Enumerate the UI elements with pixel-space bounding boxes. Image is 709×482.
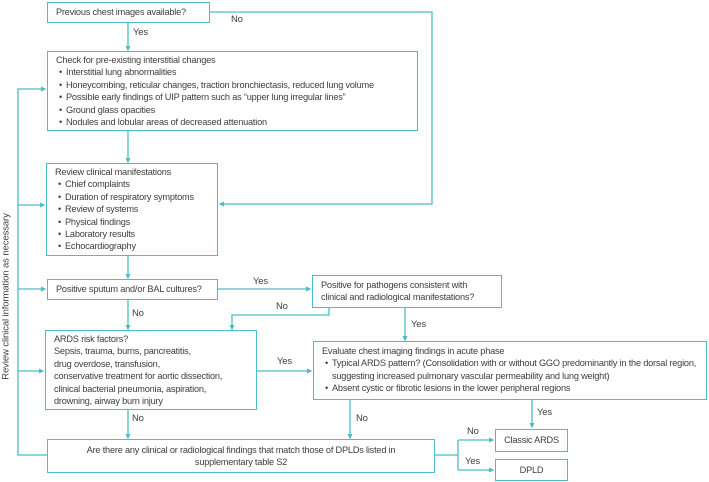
edge-label-ards-no: No: [132, 413, 144, 424]
edge-label-evaluate-no: No: [356, 413, 368, 424]
node-dpld-findings-match: Are there any clinical or radiological f…: [47, 439, 435, 473]
list-item: Ground glass opacities: [56, 104, 413, 117]
node-review-clinical-manifestations: Review clinical manifestations Chief com…: [46, 163, 218, 256]
node-title: ARDS risk factors?: [54, 334, 129, 344]
node-sputum-bal-cultures: Positive sputum and/or BAL cultures?: [47, 279, 218, 300]
node-text-line: Sepsis, trauma, burns, pancreatitis,: [54, 346, 191, 357]
edge-label-evaluate-yes: Yes: [537, 407, 552, 418]
list-item: Typical ARDS pattern? (Consolidation wit…: [322, 357, 702, 382]
edge-label-match-yes: Yes: [465, 456, 480, 467]
node-title: DPLD: [519, 464, 544, 475]
side-note-review-clinical-info: Review clinical information as necessary: [0, 213, 12, 380]
edge-label-pathogens-yes: Yes: [411, 319, 426, 330]
node-dpld: DPLD: [495, 459, 568, 481]
edge-label-sputum-yes: Yes: [253, 276, 268, 287]
edge-label-ards-yes: Yes: [277, 356, 292, 367]
node-evaluate-chest-imaging: Evaluate chest imaging findings in acute…: [313, 341, 707, 400]
node-title: Previous chest images available?: [56, 7, 186, 18]
node-classic-ards: Classic ARDS: [495, 429, 568, 452]
node-title: Check for pre-existing interstitial chan…: [56, 55, 216, 65]
list-item: Laboratory results: [55, 228, 213, 241]
node-title: Positive sputum and/or BAL cultures?: [56, 284, 202, 295]
edge-label-previous-no: No: [231, 14, 243, 25]
list-item: Interstitial lung abnormalities: [56, 66, 413, 79]
node-title: Classic ARDS: [504, 435, 559, 446]
node-text-line: conservative treatment for aortic dissec…: [54, 371, 223, 382]
bullet-list: Typical ARDS pattern? (Consolidation wit…: [322, 357, 702, 395]
edge-label-pathogens-no: No: [276, 301, 288, 312]
list-item: Duration of respiratory symptoms: [55, 191, 213, 204]
list-item: Chief complaints: [55, 178, 213, 191]
node-text-line: clinical and radiological manifestations…: [321, 292, 475, 303]
bullet-list: Chief complaints Duration of respiratory…: [55, 178, 213, 253]
list-item: Review of systems: [55, 203, 213, 216]
node-text-line: drowning, airway burn injury: [54, 396, 163, 407]
list-item: Possible early findings of UIP pattern s…: [56, 91, 413, 104]
edge-label-sputum-no: No: [132, 308, 144, 319]
node-previous-chest-images: Previous chest images available?: [47, 2, 210, 23]
edge-label-match-no: No: [467, 426, 479, 437]
node-title: Review clinical manifestations: [55, 167, 172, 177]
list-item: Absent cystic or fibrotic lesions in the…: [322, 382, 702, 395]
node-title: Are there any clinical or radiological f…: [86, 444, 396, 467]
list-item: Echocardiography: [55, 240, 213, 253]
node-check-interstitial-changes: Check for pre-existing interstitial chan…: [47, 51, 418, 131]
list-item: Honeycombing, reticular changes, tractio…: [56, 79, 413, 92]
bullet-list: Interstitial lung abnormalities Honeycom…: [56, 66, 413, 128]
node-text-line: clinical bacterial pneumonia, aspiration…: [54, 383, 207, 394]
node-ards-risk-factors: ARDS risk factors? Sepsis, trauma, burns…: [45, 330, 257, 410]
node-title: Evaluate chest imaging findings in acute…: [322, 346, 505, 356]
node-text-line: Positive for pathogens consistent with: [321, 280, 468, 290]
list-item: Nodules and lobular areas of decreased a…: [56, 116, 413, 129]
list-item: Physical findings: [55, 216, 213, 229]
node-positive-for-pathogens: Positive for pathogens consistent with c…: [312, 275, 502, 308]
node-text-line: drug overdose, transfusion,: [54, 358, 160, 369]
edge-label-previous-yes: Yes: [133, 27, 148, 38]
